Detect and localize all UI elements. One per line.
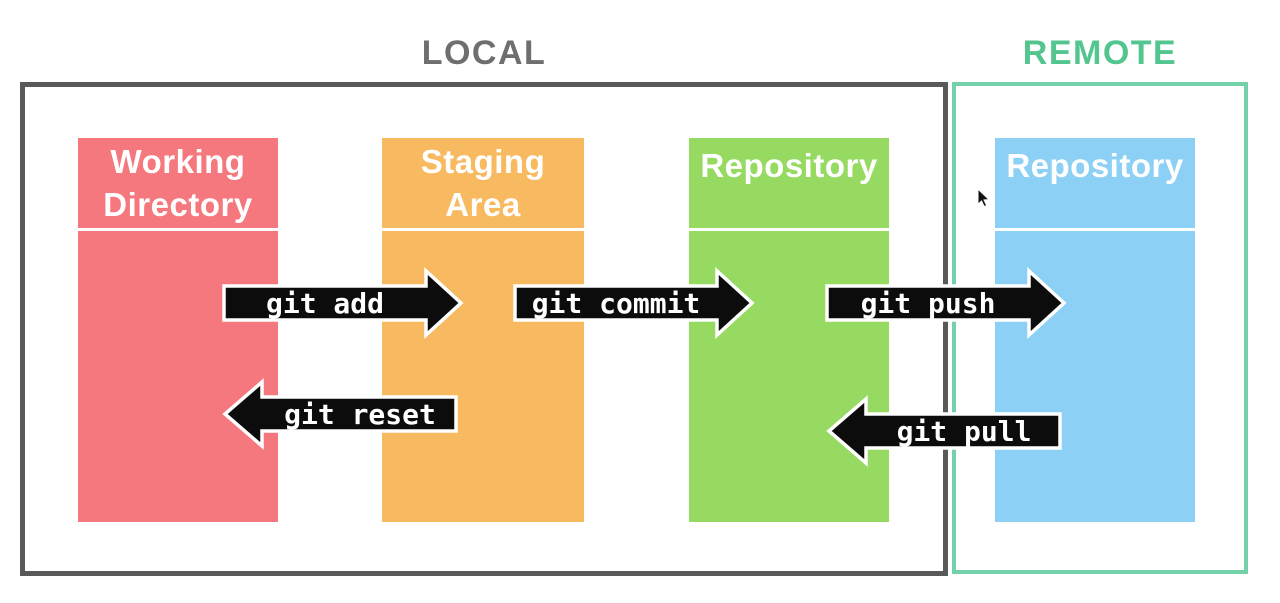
column-staging-area: Staging Area [382,138,584,522]
git-reset-arrow: git reset [222,378,458,450]
git-add-arrow: git add [222,267,464,339]
git-push-label: git push [861,287,996,320]
staging-area-header: Staging Area [382,138,584,228]
right-arrow-shape [513,267,755,339]
local-zone-title: LOCAL [421,34,547,72]
column-working-directory: Working Directory [78,138,278,522]
column-repository-remote: Repository [995,138,1195,522]
right-arrow-shape [222,267,464,339]
working-directory-header: Working Directory [78,138,278,228]
left-arrow-shape [826,395,1062,467]
remote-zone-box [952,82,1248,574]
git-push-arrow: git push [825,267,1067,339]
mouse-cursor [977,188,991,208]
staging-area-body [382,231,584,522]
git-pull-arrow: git pull [826,395,1062,467]
right-arrow-shape [825,267,1067,339]
repository-local-header: Repository [689,138,889,228]
git-pull-label: git pull [897,415,1032,448]
git-commit-arrow: git commit [513,267,755,339]
git-commit-label: git commit [532,287,701,320]
local-zone-box [20,82,948,576]
remote-zone-title: REMOTE [1022,34,1178,72]
git-reset-label: git reset [284,398,436,431]
git-add-label: git add [266,287,384,320]
left-arrow-shape [222,378,458,450]
repository-remote-header: Repository [995,138,1195,228]
working-directory-body [78,231,278,522]
